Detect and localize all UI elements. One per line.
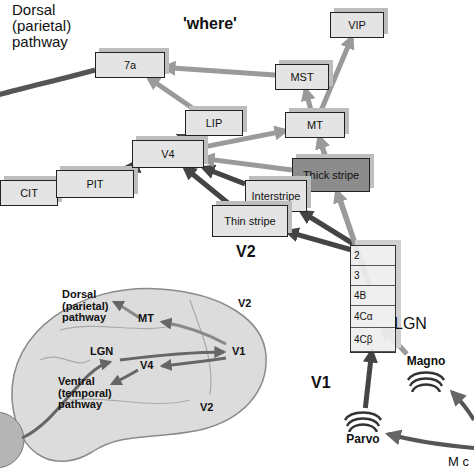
inset-label: MT bbox=[138, 313, 168, 325]
input-arrow bbox=[388, 434, 474, 448]
area-label: MST bbox=[290, 72, 313, 83]
area-label: V1 bbox=[311, 374, 331, 392]
cortex-stack: V1234B4Cα4Cβ bbox=[350, 245, 396, 353]
pathway-arrow bbox=[120, 352, 224, 360]
area-box: CIT bbox=[0, 180, 58, 206]
area-label: 3 bbox=[354, 270, 360, 281]
area-box: V4 bbox=[132, 140, 204, 168]
eye bbox=[0, 412, 24, 468]
inset-label: V2 bbox=[200, 402, 230, 414]
lgn-layers: Magno bbox=[398, 354, 454, 396]
area-box: MST bbox=[275, 64, 329, 90]
pathway-arrow bbox=[149, 78, 195, 110]
brain-outline bbox=[12, 289, 266, 462]
cortical-layer: 4Cα bbox=[351, 306, 395, 328]
pathway-arrow bbox=[204, 159, 292, 170]
inset-label: Ventral (temporal) pathway bbox=[58, 376, 133, 411]
cortical-layer: 4B bbox=[351, 286, 395, 306]
area-label: V4 bbox=[161, 149, 174, 160]
area-label: 4Cα bbox=[354, 311, 373, 322]
stripe-box: Thin stripe bbox=[212, 205, 288, 237]
area-label: PIT bbox=[86, 179, 103, 190]
area-label: 4Cβ bbox=[354, 334, 373, 345]
pathway-arrow bbox=[365, 352, 371, 408]
area-box: 7a bbox=[95, 52, 165, 78]
figure-label: V2 bbox=[236, 244, 266, 261]
inset-label: V2 bbox=[238, 298, 268, 310]
area-label: Interstripe bbox=[252, 191, 301, 202]
area-box: LIP bbox=[185, 110, 243, 136]
area-label: Parvo bbox=[346, 432, 379, 446]
pathway-arrow bbox=[165, 67, 275, 75]
area-label: Thick stripe bbox=[303, 170, 359, 181]
cortical-layer: 3 bbox=[351, 266, 395, 286]
pathway-arrow bbox=[114, 302, 140, 318]
area-label: Thin stripe bbox=[224, 216, 275, 227]
area-box: PIT bbox=[56, 170, 134, 198]
area-box: MT bbox=[285, 112, 345, 138]
figure-label: M c bbox=[448, 455, 474, 469]
pathway-arrow bbox=[204, 168, 245, 184]
inset-label: LGN bbox=[90, 346, 130, 358]
cortical-layer: 4Cβ bbox=[351, 328, 395, 352]
lgn-crescent bbox=[341, 408, 385, 432]
area-label: 4B bbox=[354, 290, 366, 301]
inset-label: V4 bbox=[140, 360, 170, 372]
area-label: MT bbox=[307, 120, 323, 131]
pathway-arrow bbox=[162, 358, 226, 366]
area-label: CIT bbox=[20, 188, 38, 199]
pathway-arrow bbox=[319, 138, 325, 158]
inset-label: Dorsal (parietal) pathway bbox=[62, 289, 134, 324]
area-label: VIP bbox=[348, 20, 366, 31]
lgn-crescent bbox=[404, 368, 448, 392]
figure-label: LGN bbox=[394, 316, 444, 333]
area-label: Magno bbox=[407, 354, 446, 368]
pathway-arrow bbox=[306, 90, 312, 112]
area-box: VIP bbox=[330, 12, 384, 38]
cortical-layer: 2 bbox=[351, 246, 395, 266]
brain-inset bbox=[0, 289, 266, 468]
area-label: 2 bbox=[354, 250, 360, 261]
outgoing-pathway bbox=[0, 70, 95, 96]
area-label: 7a bbox=[124, 60, 136, 71]
input-arrow bbox=[452, 392, 474, 420]
pathway-arrow bbox=[162, 322, 226, 344]
inset-label: V1 bbox=[232, 346, 262, 358]
pathway-arrow bbox=[112, 370, 138, 384]
figure-label: 'where' bbox=[183, 16, 263, 33]
figure-label: Dorsal (parietal) pathway bbox=[12, 2, 107, 49]
lgn-layers: Parvo bbox=[338, 408, 388, 450]
area-label: LIP bbox=[206, 118, 223, 129]
